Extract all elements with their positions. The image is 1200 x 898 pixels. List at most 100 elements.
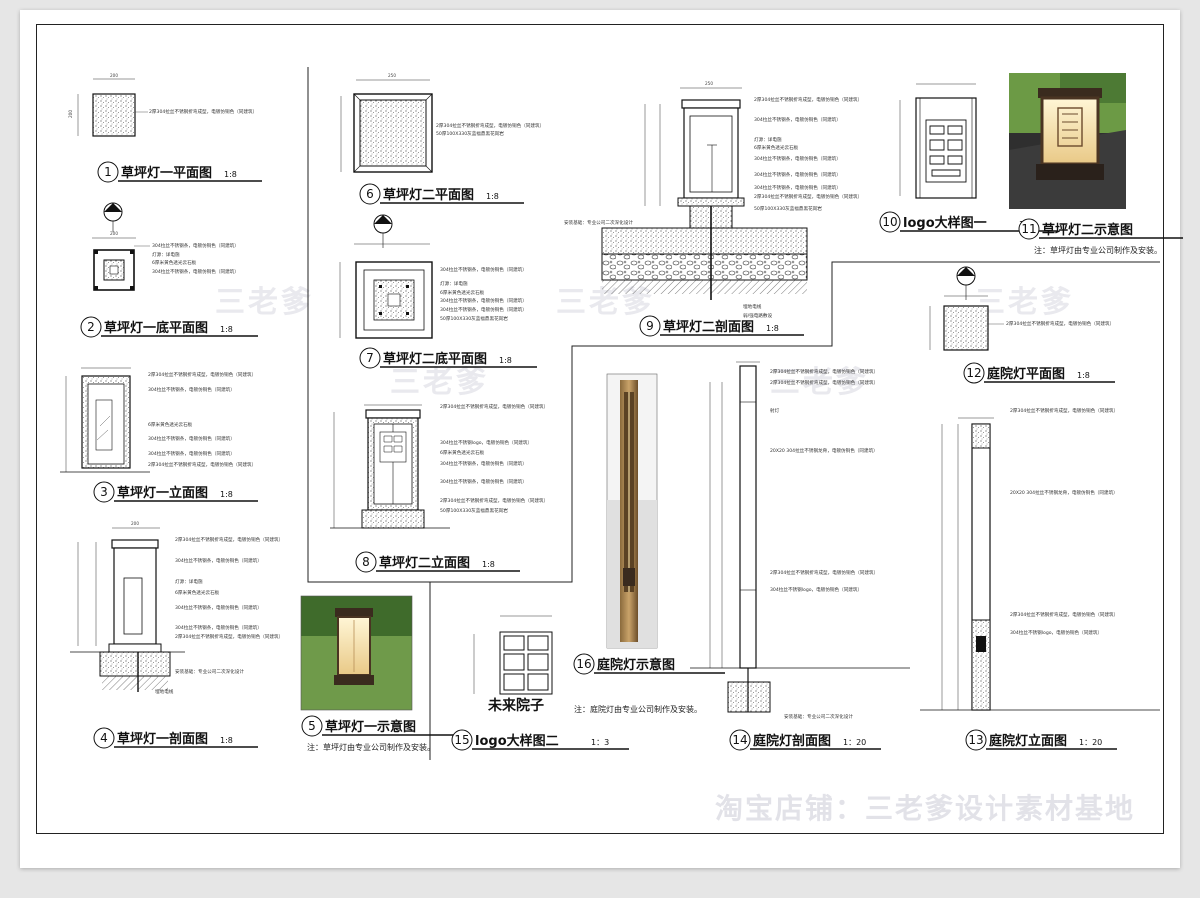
view-5-render-image [300, 595, 413, 711]
callout-label: 安装基础：专业公司二次深化设计 [784, 713, 853, 720]
view-title-11: 11 草坪灯二示意图 [1018, 218, 1183, 240]
callout-label: 304拉丝不锈钢条，电镀仿铜色（同建筑） [440, 297, 527, 304]
view-title: 庭院灯剖面图 [753, 733, 831, 749]
callout-label: 埋地电线 [743, 303, 762, 310]
callout-label: 304拉丝不锈钢条，电镀仿铜色（同建筑） [754, 171, 841, 178]
callout-label: 6厚米黄色透光云石板 [175, 589, 220, 596]
view-number-circle [965, 729, 987, 751]
view-number-circle [359, 183, 381, 205]
view-title: 草坪灯一底平面图 [104, 320, 208, 336]
view-number-circle [80, 316, 102, 338]
view-title: 草坪灯二示意图 [1042, 222, 1133, 238]
view-scale: 1:8 [224, 170, 237, 179]
watermark: 三老爹 [215, 285, 314, 320]
view-title: 庭院灯平面图 [987, 366, 1065, 382]
callout-label: 304拉丝不锈钢条，电镀仿铜色（同建筑） [175, 604, 262, 611]
dim-label: 250 [705, 81, 713, 86]
callout-label: 304拉丝不锈钢条，电镀仿铜色（同建筑） [148, 450, 235, 457]
view-8-elevation: 2厚304拉丝不锈钢折弯成型，电镀仿铜色（同建筑） 304拉丝不锈钢logo，电… [330, 403, 548, 529]
callout-label: 304拉丝不锈钢条，电镀仿铜色（同建筑） [754, 184, 841, 191]
view-4-section: 200 2厚304拉丝不锈钢折弯成型，电镀仿铜色（同建筑） 304拉丝不锈钢条，… [70, 521, 283, 695]
callout-label: 20X20 304拉丝不锈钢龙骨，电镀仿铜色（同建筑） [770, 447, 878, 454]
view-number-circle [93, 727, 115, 749]
view-title-8: 8 草坪灯二立面图 1:8 [355, 551, 520, 573]
view-6-plan: 250 2厚304拉丝不锈钢折弯成型，电镀仿铜色（同建筑） 50厚100X330… [340, 73, 544, 173]
view-number-circle [1018, 218, 1040, 240]
view-3-elevation: 2厚304拉丝不锈钢折弯成型，电镀仿铜色（同建筑） 304拉丝不锈钢条，电镀仿铜… [60, 367, 256, 473]
callout-label: 2厚304拉丝不锈钢折弯成型，电镀仿铜色（同建筑） [175, 536, 283, 543]
view-7-bottom-plan: 304拉丝不锈钢条，电镀仿铜色（同建筑） 灯源：详电施 6厚米黄色透光云石板 3… [339, 214, 527, 339]
view-number: 2 [87, 320, 95, 334]
dim-label: 200 [110, 73, 118, 78]
callout-label: 50厚100X330灰蓝福鼎黑花岗岩 [754, 205, 822, 212]
watermark: 三老爹 [975, 285, 1074, 320]
view-number: 10 [882, 215, 897, 229]
callout-label: 2厚304拉丝不锈钢折弯成型，电镀仿铜色（同建筑） [1006, 320, 1114, 327]
view-title: 庭院灯立面图 [989, 733, 1067, 749]
callout-label: 6厚米黄色透光云石板 [754, 144, 799, 151]
note-garden: 注：庭院灯由专业公司制作及安装。 [574, 704, 702, 714]
view-number-circle [359, 347, 381, 369]
view-scale: 1：20 [1079, 738, 1102, 747]
view-scale: 1:8 [766, 324, 779, 333]
view-scale: 1:8 [220, 325, 233, 334]
callout-label: 304拉丝不锈钢条，电镀仿铜色（同建筑） [754, 155, 841, 162]
callout-label: 2厚304拉丝不锈钢折弯成型，电镀仿铜色（同建筑） [148, 461, 256, 468]
view-scale: 1:8 [220, 736, 233, 745]
callout-label: 6厚米黄色透光云石板 [440, 449, 485, 456]
view-16-render-image [606, 373, 658, 649]
callout-label: 2厚304拉丝不锈钢折弯成型，电镀仿铜色（同建筑） [754, 96, 862, 103]
callout-label: 射灯 [770, 407, 780, 414]
callout-label: 2厚304拉丝不锈钢折弯成型，电镀仿铜色（同建筑） [770, 368, 878, 375]
view-9-section: 250 2厚304拉丝不锈钢折弯成型，电镀仿铜色（同建筑） 304拉丝不锈钢条，… [564, 81, 862, 319]
callout-label: 2厚304拉丝不锈钢折弯成型，电镀仿铜色（同建筑） [754, 193, 862, 200]
callout-label: 灯源：详电施 [440, 280, 468, 287]
view-number: 12 [966, 366, 981, 380]
note-lawn1: 注：草坪灯由专业公司制作及安装。 [307, 742, 435, 752]
callout-label: 2厚304拉丝不锈钢折弯成型，电镀仿铜色（同建筑） [440, 497, 548, 504]
callout-label: 2厚304拉丝不锈钢折弯成型，电镀仿铜色（同建筑） [175, 633, 283, 640]
view-number: 11 [1021, 222, 1036, 236]
callout-label: 304拉丝不锈钢条，电镀仿铜色（同建筑） [175, 624, 262, 631]
view-number: 15 [454, 733, 469, 747]
dim-label: 200 [110, 231, 118, 236]
view-number: 9 [646, 319, 654, 333]
callout-label: 304拉丝不锈钢条，电镀仿铜色（同建筑） [152, 242, 239, 249]
callout-label: 304拉丝不锈钢logo，电镀仿铜色（同建筑） [770, 586, 862, 593]
view-title: 草坪灯一示意图 [325, 719, 416, 735]
callout-label: 6厚米黄色透光云石板 [440, 289, 485, 296]
callout-label: 6厚米黄色透光云石板 [152, 259, 197, 266]
note-lawn2: 注：草坪灯由专业公司制作及安装。 [1034, 245, 1162, 255]
callout-label: 2厚304拉丝不锈钢折弯成型，电镀仿铜色（同建筑） [1010, 407, 1118, 414]
callout-label: 304拉丝不锈钢条，电镀仿铜色（同建筑） [148, 435, 235, 442]
callout-label: 50厚100X330灰蓝福鼎黑花岗岩 [440, 315, 508, 322]
callout-label: 304拉丝不锈钢logo，电镀仿铜色（同建筑） [440, 439, 532, 446]
view-scale: 1:8 [482, 560, 495, 569]
view-title: 草坪灯一剖面图 [117, 731, 208, 747]
view-number-circle [93, 481, 115, 503]
view-number: 8 [362, 555, 370, 569]
view-title: 草坪灯二立面图 [379, 555, 470, 571]
callout-label: 304拉丝不锈钢条，电镀仿铜色（同建筑） [440, 306, 527, 313]
dim-label: 250 [388, 73, 396, 78]
view-number-circle [879, 211, 901, 233]
watermark: 三老爹 [770, 365, 869, 400]
view-number-circle [729, 729, 751, 751]
callout-label: 304拉丝不锈钢logo，电镀仿铜色（同建筑） [1010, 629, 1102, 636]
callout-label: 304拉丝不锈钢条，电镀仿铜色（同建筑） [440, 266, 527, 273]
view-title: logo大样图一 [903, 215, 987, 231]
view-14-section: 2厚304拉丝不锈钢折弯成型，电镀仿铜色（同建筑） 2厚304拉丝不锈钢折弯成型… [690, 361, 910, 720]
view-15-logo-detail: 未来院子 [473, 615, 553, 714]
view-title-2: 2 草坪灯一底平面图 1:8 [80, 316, 258, 338]
view-title: 草坪灯二平面图 [383, 187, 474, 203]
watermark: 三老爹 [390, 365, 489, 400]
view-number: 5 [308, 719, 316, 733]
view-number-circle [451, 729, 473, 751]
view-scale: 1：3 [591, 738, 609, 747]
callout-label: 2厚304拉丝不锈钢折弯成型，电镀仿铜色（同建筑） [148, 371, 256, 378]
